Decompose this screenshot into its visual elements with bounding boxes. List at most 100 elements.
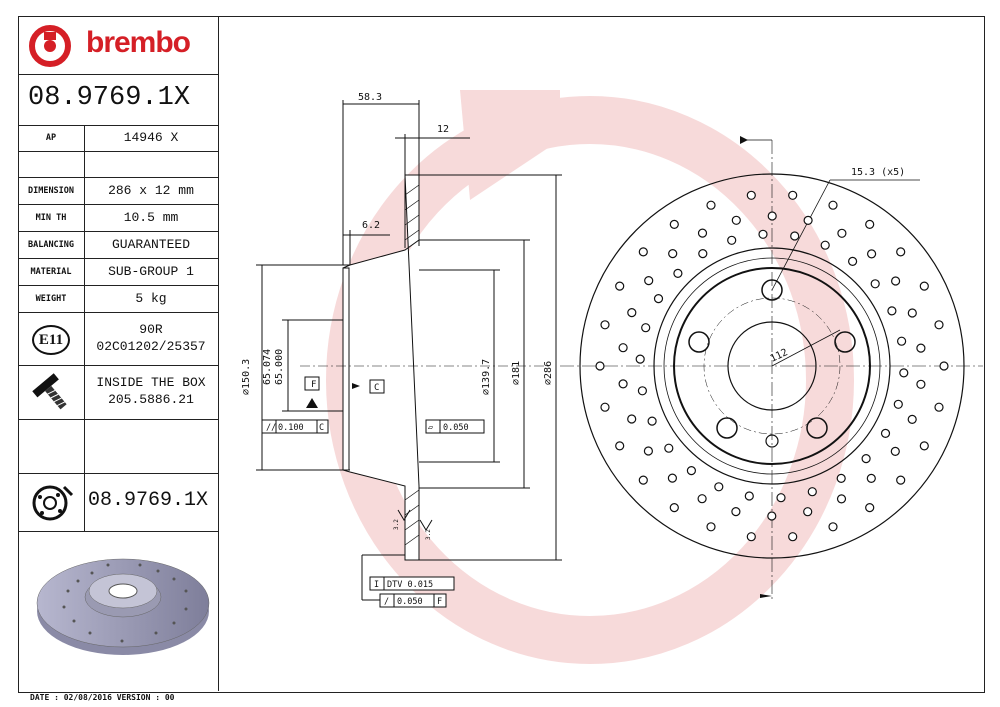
part-number-header: 08.9769.1X — [18, 74, 218, 126]
dim-6-2: 6.2 — [362, 220, 380, 231]
drill-hole — [618, 379, 628, 389]
drill-hole — [790, 231, 800, 241]
disc-render — [36, 558, 210, 655]
drill-hole — [618, 343, 628, 353]
drill-hole — [880, 428, 891, 438]
drill-hole — [934, 402, 944, 412]
dim-58-3: 58.3 — [358, 92, 382, 103]
spec-row-ap: AP 14946 X — [18, 125, 218, 152]
drill-hole — [939, 361, 949, 371]
drill-hole — [870, 279, 880, 289]
runout-icon: // — [266, 423, 276, 433]
footer-date: DATE : 02/08/2016 VERSION : 00 — [30, 693, 175, 702]
drill-hole — [746, 532, 756, 542]
drill-hole — [635, 354, 645, 364]
screw-icon — [32, 373, 67, 410]
drill-hole — [828, 200, 838, 210]
part-number: 08.9769.1X — [28, 83, 191, 113]
drill-hole — [731, 507, 741, 517]
drill-hole — [669, 503, 679, 513]
drill-hole — [919, 441, 929, 451]
drill-hole — [907, 308, 917, 318]
drill-hole — [866, 473, 876, 483]
surface-finish-1: 3.2 — [393, 519, 400, 530]
brand-name: brembo — [86, 26, 191, 59]
info-column: brembo 08.9769.1X AP 14946 X DIMENSION 2… — [18, 16, 219, 691]
drill-hole — [638, 475, 648, 485]
drill-hole — [776, 493, 786, 503]
drill-hole — [836, 494, 847, 504]
drill-hole — [615, 281, 625, 291]
dim-150-3: ⌀150.3 — [241, 359, 252, 395]
parallel-value: 0.050 — [397, 597, 423, 607]
datum-c-label: C — [374, 383, 379, 393]
spec-row-blank — [18, 151, 218, 178]
brembo-circle-icon — [29, 25, 71, 67]
parallel-icon: / — [384, 597, 389, 607]
drilled-disc-icon — [32, 485, 74, 521]
dim-holes: 15.3 (x5) — [851, 167, 905, 178]
drawing-frame — [18, 16, 985, 693]
drill-hole — [706, 522, 716, 532]
drill-hole — [896, 336, 907, 346]
drill-hole — [866, 249, 877, 259]
drill-hole — [865, 503, 875, 513]
drill-hole — [861, 454, 871, 464]
dtv-label: DTV 0.015 — [387, 580, 433, 590]
drill-hole — [767, 211, 777, 221]
drill-hole — [865, 219, 875, 229]
drill-hole — [669, 219, 679, 229]
e11-badge: E11 — [32, 325, 70, 355]
tol-left-ref: C — [319, 423, 324, 433]
drill-hole — [820, 240, 830, 250]
drill-hole — [893, 399, 903, 409]
drill-hole — [896, 475, 906, 485]
drill-hole — [890, 446, 900, 456]
drill-hole — [758, 229, 768, 239]
dim-286: ⌀286 — [543, 361, 554, 385]
drill-hole — [907, 414, 917, 424]
technical-drawing: 58.3 12 6.2 15.3 (x5) F C 0.100 C 0.050 … — [241, 92, 983, 608]
flatness-icon: ▱ — [428, 423, 434, 433]
drill-hole — [600, 320, 610, 330]
tol-right: 0.050 — [443, 423, 469, 433]
drill-hole — [828, 522, 838, 532]
drill-hole — [664, 443, 674, 453]
drill-hole — [807, 487, 817, 497]
drill-hole — [788, 190, 798, 200]
spec-row-weight: WEIGHT 5 kg — [18, 285, 218, 313]
drill-hole — [697, 228, 708, 238]
drill-hole — [667, 473, 678, 483]
drill-hole — [644, 276, 654, 286]
drill-hole — [899, 368, 909, 378]
drill-hole — [916, 343, 926, 353]
dim-65-074: 65.074 — [262, 349, 273, 385]
drill-hole — [916, 379, 926, 389]
dtv-icon: I — [374, 580, 379, 590]
screw-row: INSIDE THE BOX 205.5886.21 — [18, 365, 218, 420]
drill-hole — [647, 416, 657, 426]
drill-hole — [668, 249, 678, 259]
surface-finish-2: 3.2 — [425, 529, 432, 540]
spec-row-balancing: BALANCING GUARANTEED — [18, 231, 218, 259]
datum-f-label: F — [311, 380, 316, 390]
drill-hole — [673, 268, 683, 278]
drill-hole — [836, 473, 846, 483]
drill-hole — [788, 532, 798, 542]
drill-hole — [934, 320, 944, 330]
e11-row: E11 90R 02C01202/25357 — [18, 312, 218, 366]
drilled-row: 08.9769.1X — [18, 473, 218, 532]
drill-hole — [637, 386, 648, 396]
drill-hole — [595, 361, 605, 371]
drill-hole — [837, 228, 847, 238]
dim-12: 12 — [437, 124, 449, 135]
drill-hole — [803, 507, 813, 517]
drill-hole — [896, 247, 906, 257]
drill-hole — [744, 491, 754, 501]
drill-hole — [727, 235, 737, 245]
drill-hole — [887, 306, 897, 316]
drill-hole — [600, 402, 610, 412]
drill-hole — [627, 308, 637, 318]
drill-hole — [847, 256, 858, 266]
spec-row-dimension: DIMENSION 286 x 12 mm — [18, 177, 218, 205]
